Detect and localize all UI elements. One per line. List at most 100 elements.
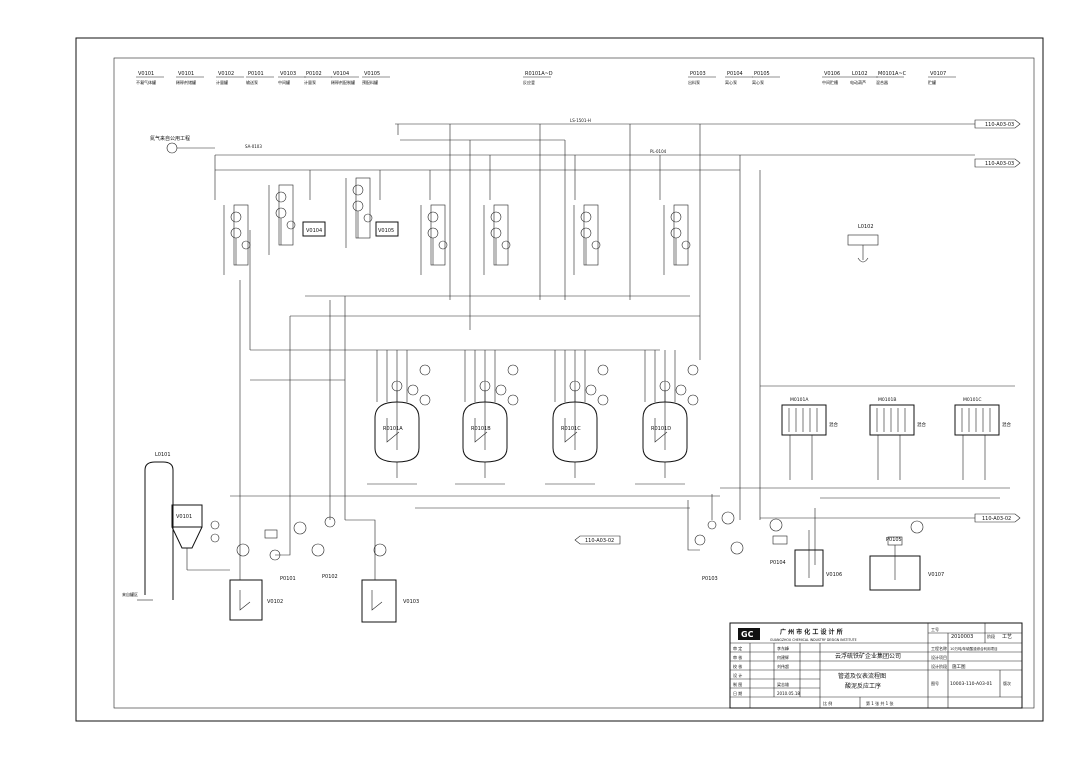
instrument-icon	[591, 240, 601, 250]
equipment-desc: 稀释剂储罐	[176, 79, 196, 85]
project-no-label: 工号	[931, 626, 939, 632]
reactor-vessel	[552, 401, 598, 463]
pipe-headers	[214, 123, 1015, 580]
equipment-desc: 电动葫芦	[850, 79, 866, 85]
title-block: GC 广 州 市 化 工 设 计 所 GUANGZHOU CHEMICAL IN…	[729, 622, 1023, 709]
equipment-tag: V0101	[138, 71, 154, 77]
drawing-no: 10003-110-A03-01	[950, 681, 992, 687]
instrument-icon	[275, 191, 287, 203]
offsheet-mid-label: 110-A03-03	[985, 161, 1014, 167]
instrument-icon	[352, 184, 364, 196]
instrument-icon	[230, 211, 242, 223]
equipment-tag: V0104	[333, 71, 349, 77]
svg-text:P0104: P0104	[770, 560, 786, 566]
line-sa-label: SA-0103	[245, 144, 262, 149]
equipment-desc: 稀释剂配制罐	[331, 79, 355, 85]
equipment-tag: V0107	[930, 71, 946, 77]
instrument-icon	[438, 240, 448, 250]
pump-p0101: P0101	[264, 521, 307, 582]
company-name-en: GUANGZHOU CHEMICAL INDUSTRY DESIGN INSTI…	[770, 638, 857, 642]
equipment-tag: V0102	[218, 71, 234, 77]
equipment-tag: P0105	[754, 71, 770, 77]
instrument-icon	[419, 394, 431, 406]
svg-text:V0101: V0101	[176, 514, 192, 520]
svg-text:V0103: V0103	[403, 599, 419, 605]
svg-text:V0107: V0107	[928, 572, 944, 578]
svg-text:P0105: P0105	[886, 537, 902, 543]
instrument-icon	[419, 364, 431, 376]
instrument-icon	[501, 240, 511, 250]
instrument-icon	[230, 227, 242, 239]
vessel-v0104: V0104	[302, 221, 326, 237]
svg-text:L0102: L0102	[858, 224, 874, 230]
reactor-r0101a: R0101A	[367, 350, 431, 485]
pump-p0104: P0104	[769, 518, 788, 566]
instrument-icon	[687, 394, 699, 406]
mixer-tag: M0101A	[790, 397, 809, 403]
reactor-tag: R0101D	[651, 426, 671, 432]
role-label: 审 定	[733, 645, 742, 651]
dosing-frame	[583, 204, 599, 266]
role-label: 日 期	[733, 690, 742, 696]
reactor-vessel	[374, 401, 420, 463]
inner-frame	[113, 57, 1035, 709]
reactor-r0101c: R0101C	[545, 350, 609, 485]
tank-v0102: V0102	[229, 579, 283, 621]
reactor-vessel	[462, 401, 508, 463]
svg-text:GC: GC	[741, 630, 754, 639]
company-logo	[738, 628, 760, 640]
instrument-icon	[427, 227, 439, 239]
equipment-desc: 贮罐	[928, 79, 936, 85]
edition-label: 版次	[1003, 680, 1011, 686]
equipment-desc: 预配料罐	[362, 79, 378, 85]
project-no: 2010003	[951, 634, 973, 640]
instrument-icon	[687, 364, 699, 376]
dosing-frame	[493, 204, 509, 266]
instrument-icon	[275, 207, 287, 219]
role-name: 梁志雄	[777, 681, 789, 687]
reactor-r0101d: R0101D	[635, 350, 699, 485]
instrument-icon	[352, 200, 364, 212]
motor-icon	[236, 543, 250, 557]
instrument-icon	[675, 384, 687, 396]
scale-label: 比 例	[823, 700, 832, 706]
pump-p0105: P0105	[886, 520, 924, 546]
drawing-title-2: 酸泥反应工序	[845, 682, 881, 690]
offsheet-left-label: 110-A03-02	[585, 538, 614, 544]
svg-text:L0101: L0101	[155, 452, 171, 458]
reactor-group: R0101A R0101B R0101C R0101D	[367, 350, 699, 485]
instrument-icon	[490, 211, 502, 223]
line-pl-label: PL-0104	[650, 149, 667, 154]
client-name: 云浮硫铁矿企业集团公司	[835, 652, 901, 660]
project-name-label: 工程名称	[931, 645, 947, 651]
reactor-r0101b: R0101B	[455, 350, 519, 485]
design-stage: 施工图	[952, 663, 966, 670]
equipment-desc: 中间贮槽	[822, 79, 838, 85]
instrument-icon	[580, 227, 592, 239]
instrument-icon	[241, 240, 251, 250]
role-label: 审 核	[733, 654, 742, 660]
instrument-icon	[597, 364, 609, 376]
equipment-tag: P0102	[306, 71, 322, 77]
tank-v0106: V0106	[794, 530, 842, 587]
instrument-icon	[490, 227, 502, 239]
equipment-desc: 离心泵	[752, 79, 764, 85]
offsheet-top-label: 110-A03-03	[985, 122, 1014, 128]
role-name: 李东峰	[777, 645, 789, 651]
equipment-tag-row: V0101不凝气体罐V0101稀释剂储罐V0102计量罐P0101输送泵V010…	[136, 71, 956, 85]
equipment-tag: P0104	[727, 71, 743, 77]
dosing-frame	[233, 204, 249, 266]
hopper-v0101: V0101	[171, 504, 250, 571]
svg-text:V0104: V0104	[306, 228, 322, 234]
dosing-frame	[430, 204, 446, 266]
design-stage-label: 设计阶段	[931, 663, 947, 669]
equipment-desc: 不凝气体罐	[136, 79, 156, 85]
reactor-tag: R0101A	[383, 426, 403, 432]
instrument-icon	[286, 220, 296, 230]
role-label: 校 核	[733, 663, 742, 669]
elevator-l0101: L0101 来自罐区	[122, 452, 174, 601]
